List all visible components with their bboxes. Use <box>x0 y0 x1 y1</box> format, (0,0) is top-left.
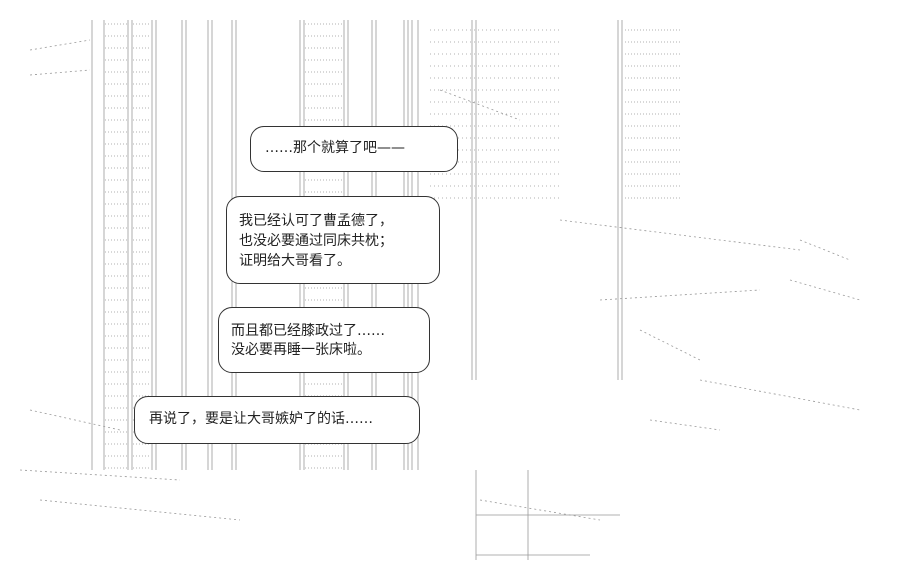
bubble-2-line-1: 我已经认可了曹孟德了， <box>239 213 393 229</box>
speech-bubble-3: 而且都已经膝政过了…… 没必要再睡一张床啦。 <box>218 307 430 373</box>
bubble-1-line-1: ……那个就算了吧—— <box>265 140 405 156</box>
art-stroke <box>29 69 91 76</box>
art-stroke <box>19 469 181 481</box>
bubble-3-line-1: 而且都已经膝政过了…… <box>231 323 385 339</box>
speech-bubble-4: 再说了，要是让大哥嫉妒了的话…… <box>134 396 420 444</box>
art-stroke <box>639 329 701 361</box>
art-stroke <box>439 89 521 121</box>
bubble-2-line-3: 证明给大哥看了。 <box>239 253 351 269</box>
bubble-3-line-2: 没必要再睡一张床啦。 <box>231 342 371 358</box>
art-stroke <box>699 379 861 411</box>
art-stroke <box>789 279 861 301</box>
art-stroke <box>559 219 801 251</box>
bubble-4-line-1: 再说了，要是让大哥嫉妒了的话…… <box>149 411 373 427</box>
art-stroke <box>799 239 851 261</box>
bubble-2-line-2: 也没必要通过同床共枕； <box>239 233 393 249</box>
art-stroke <box>39 499 241 521</box>
art-stroke <box>599 289 761 301</box>
speech-bubble-2: 我已经认可了曹孟德了， 也没必要通过同床共枕； 证明给大哥看了。 <box>226 196 440 284</box>
art-stroke <box>29 39 91 51</box>
art-stroke <box>649 419 721 431</box>
art-stroke <box>29 409 121 431</box>
speech-bubble-1: ……那个就算了吧—— <box>250 126 458 172</box>
art-stroke <box>479 499 601 521</box>
